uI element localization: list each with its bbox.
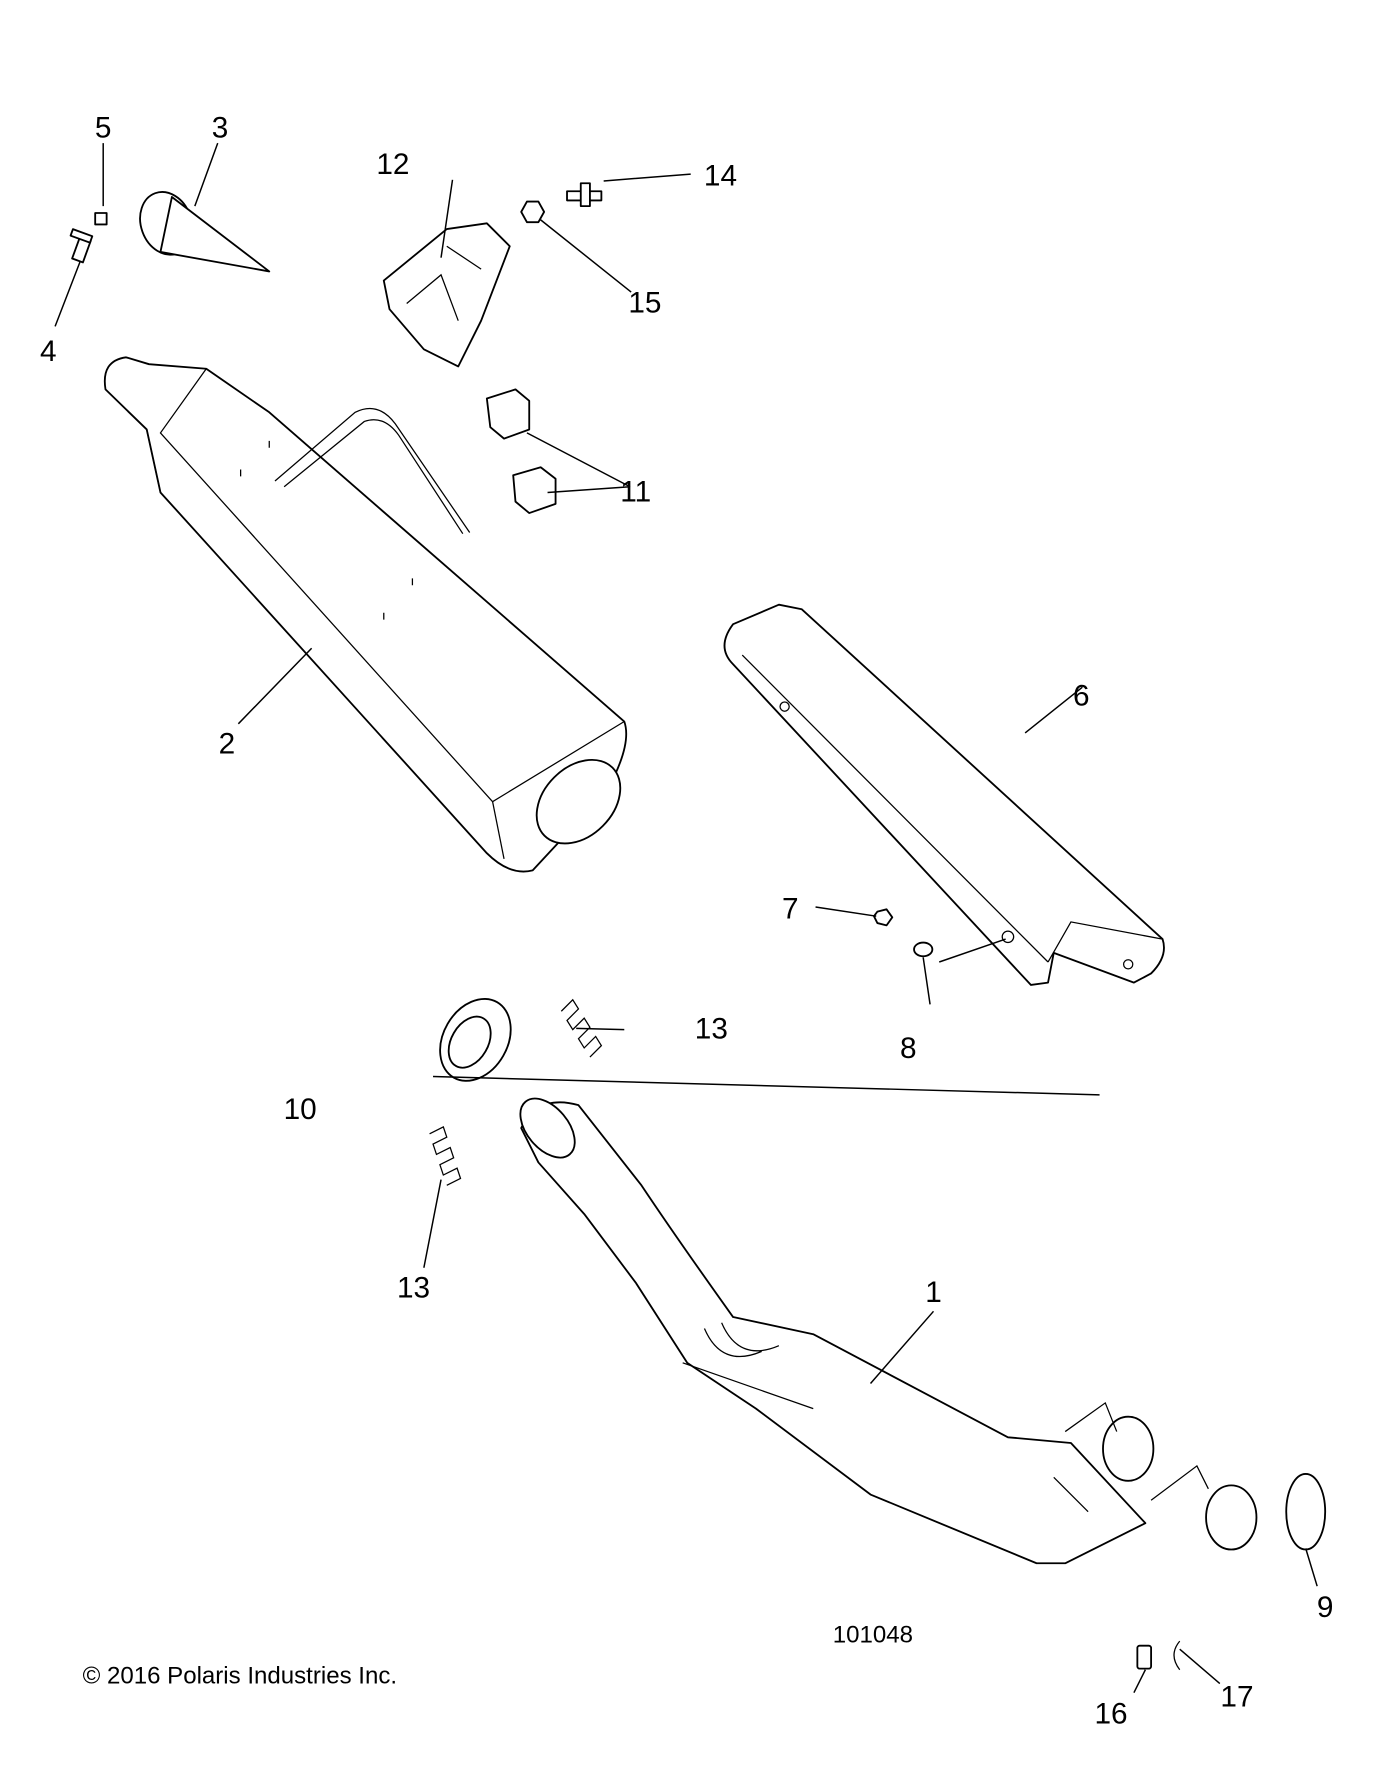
callout-4[interactable]: 4: [40, 335, 57, 368]
callout-8[interactable]: 8: [900, 1032, 917, 1065]
part-gasket-9[interactable]: [1285, 1473, 1327, 1551]
callout-10[interactable]: 10: [284, 1093, 317, 1126]
drawing-number: 101048: [833, 1621, 913, 1648]
callout-1[interactable]: 1: [925, 1276, 942, 1309]
callouts: 1 2 3 4 5 6 7 8 9 10 11 12 13 13 14 15 1…: [40, 111, 1334, 1730]
callout-16[interactable]: 16: [1094, 1698, 1127, 1731]
callout-5[interactable]: 5: [95, 111, 112, 144]
part-bolt-14[interactable]: [566, 182, 603, 208]
part-5[interactable]: [94, 212, 108, 226]
part-nut-15[interactable]: [520, 200, 546, 224]
part-grommet-11[interactable]: [485, 388, 557, 514]
part-head-pipe[interactable]: [510, 1088, 1258, 1565]
part-nut-16[interactable]: [1136, 1644, 1153, 1670]
callout-6[interactable]: 6: [1073, 679, 1090, 712]
callout-12[interactable]: 12: [376, 148, 409, 181]
part-washer-8[interactable]: [913, 941, 934, 958]
callout-13a[interactable]: 13: [695, 1013, 728, 1046]
leader-lines: [54, 142, 1318, 1694]
callout-14[interactable]: 14: [704, 160, 737, 193]
part-heat-shield[interactable]: [723, 603, 1165, 986]
callout-17[interactable]: 17: [1220, 1680, 1253, 1713]
part-muffler[interactable]: [103, 356, 637, 873]
copyright: © 2016 Polaris Industries Inc.: [83, 1663, 397, 1690]
part-screw-4[interactable]: [69, 228, 94, 264]
callout-15[interactable]: 15: [628, 287, 661, 320]
part-spring-13a[interactable]: [560, 998, 603, 1058]
callout-3[interactable]: 3: [212, 111, 229, 144]
part-spark-arrestor[interactable]: [132, 185, 271, 273]
callout-9[interactable]: 9: [1317, 1591, 1334, 1624]
part-gasket-10[interactable]: [426, 986, 525, 1093]
callout-13b[interactable]: 13: [397, 1272, 430, 1305]
callout-2[interactable]: 2: [219, 728, 236, 761]
part-bracket[interactable]: [382, 222, 511, 368]
part-clip-17[interactable]: [1173, 1640, 1181, 1671]
part-spring-13b[interactable]: [429, 1126, 462, 1186]
part-bolt-7[interactable]: [873, 908, 894, 927]
callout-11[interactable]: 11: [620, 476, 651, 509]
callout-7[interactable]: 7: [782, 892, 799, 925]
